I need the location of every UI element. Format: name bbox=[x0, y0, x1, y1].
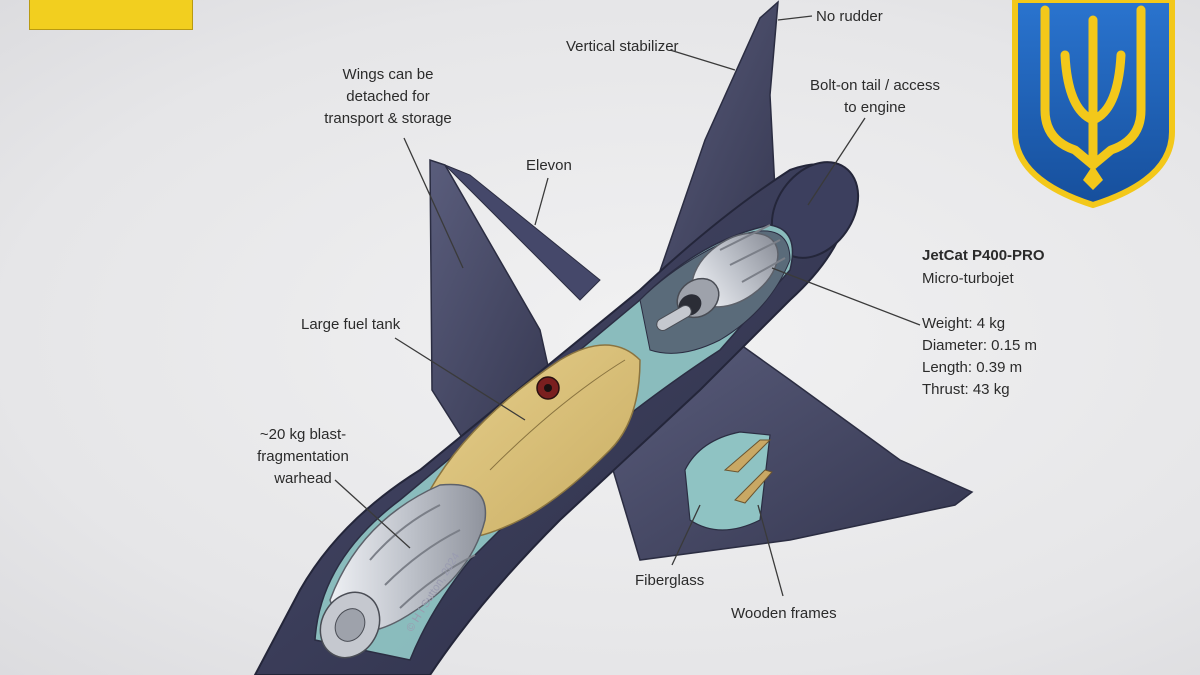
label-vertical-stabilizer: Vertical stabilizer bbox=[566, 36, 679, 58]
label-no-rudder: No rudder bbox=[816, 6, 883, 28]
label-wings-detachable: Wings can be detached for transport & st… bbox=[300, 64, 476, 130]
label-engine-name: JetCat P400-PRO bbox=[922, 245, 1045, 267]
label-engine-specs: Weight: 4 kg Diameter: 0.15 m Length: 0.… bbox=[922, 313, 1037, 401]
label-engine-type: Micro-turbojet bbox=[922, 268, 1014, 290]
label-bolt-on-tail: Bolt-on tail / access to engine bbox=[800, 75, 950, 119]
label-fiberglass: Fiberglass bbox=[635, 570, 704, 592]
label-warhead: ~20 kg blast- fragmentation warhead bbox=[238, 424, 368, 490]
label-fuel-tank: Large fuel tank bbox=[301, 314, 400, 336]
label-wooden-frames: Wooden frames bbox=[731, 603, 837, 625]
label-elevon: Elevon bbox=[526, 155, 572, 177]
ukraine-trident-emblem-icon bbox=[1015, 0, 1172, 205]
